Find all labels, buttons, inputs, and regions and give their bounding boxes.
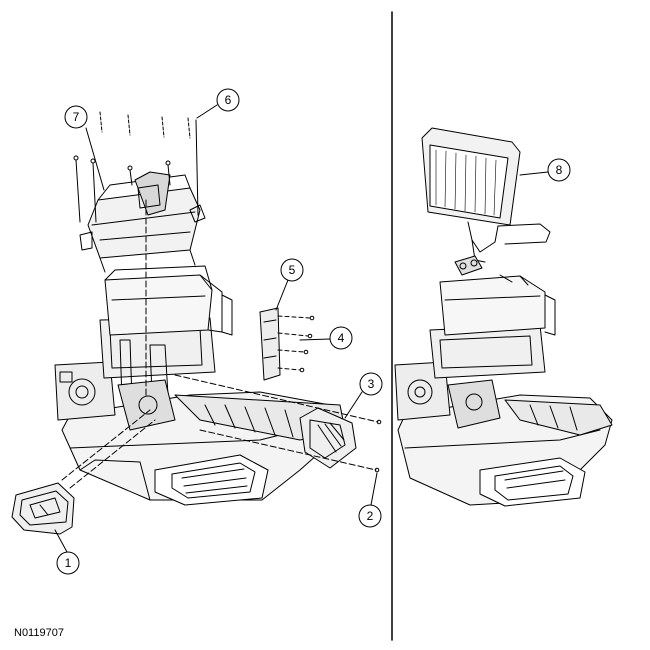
filter-housing <box>104 274 213 336</box>
callout-2-label: 2 <box>367 509 374 523</box>
callout-7-label: 7 <box>73 110 80 124</box>
callout-7 <box>64 105 105 191</box>
item7-top-cover <box>79 171 206 273</box>
item7-screws <box>73 111 199 223</box>
callout-6-label: 6 <box>225 93 232 107</box>
callout-8-label: 8 <box>556 163 563 177</box>
callout-3 <box>344 372 383 419</box>
callout-2 <box>358 472 382 528</box>
callout-6 <box>196 88 240 119</box>
right-hvac-housing <box>394 274 613 507</box>
left-hvac-housing <box>54 265 346 506</box>
callout-1-label: 1 <box>65 556 72 570</box>
callout-3-label: 3 <box>368 377 375 391</box>
left-actuator <box>54 361 116 421</box>
item8-heater-core <box>421 127 551 276</box>
callout-5 <box>275 258 304 311</box>
callout-8 <box>519 158 571 182</box>
callout-1 <box>54 529 80 575</box>
figure-id: N0119707 <box>14 627 64 639</box>
callout-4 <box>299 326 353 350</box>
item5-bracket <box>259 307 315 381</box>
right-front-duct <box>479 457 586 507</box>
callout-4-label: 4 <box>338 331 345 345</box>
callout-5-label: 5 <box>289 263 296 277</box>
item1-grille <box>11 409 156 535</box>
